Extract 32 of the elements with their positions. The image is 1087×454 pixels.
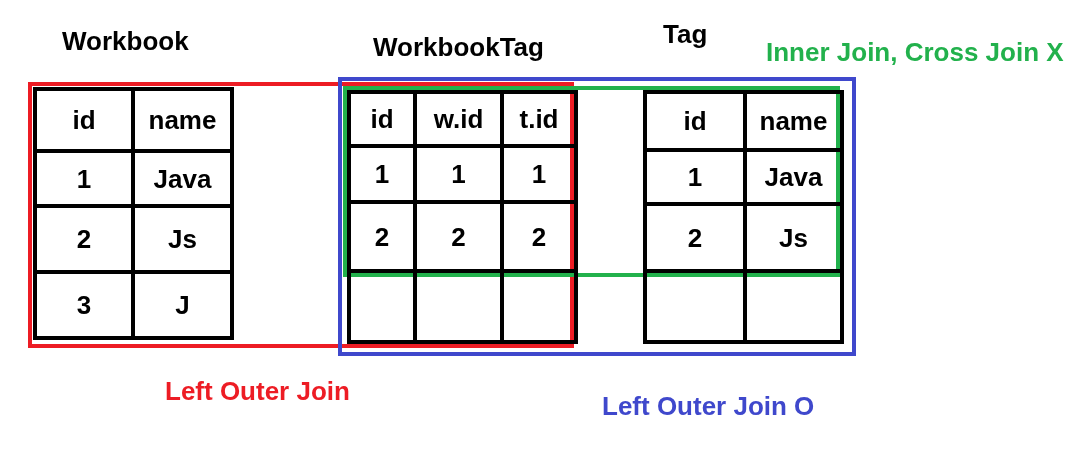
cell-value: J	[175, 290, 190, 320]
join-label: Inner Join, Cross Join X	[766, 37, 1064, 67]
column-header: id	[683, 106, 707, 136]
cell-value: 1	[531, 159, 547, 189]
column-header: id	[370, 104, 394, 134]
cell-value: 2	[531, 221, 547, 252]
cell-value: Java	[764, 162, 823, 192]
column-header: id	[72, 105, 96, 135]
table-title: Tag	[663, 19, 708, 49]
cell-value: 1	[76, 163, 92, 194]
cell-value: Js	[779, 222, 808, 253]
join-region	[338, 77, 856, 356]
cell-value: 2	[451, 221, 466, 252]
column-header: name	[759, 106, 828, 136]
cell-value: 2	[374, 221, 390, 252]
join-label: Left Outer Join O	[602, 391, 815, 421]
cell-value: 2	[687, 222, 703, 253]
column-header: name	[148, 105, 217, 135]
column-header: w.id	[433, 104, 484, 134]
cell-value: 2	[76, 224, 92, 254]
column-header: t.id	[519, 104, 559, 134]
cell-value: Js	[168, 224, 197, 254]
join-region	[343, 86, 840, 277]
join-label: Left Outer Join	[165, 376, 350, 406]
table-title: Workbook	[62, 26, 189, 56]
cell-value: 1	[374, 159, 390, 189]
cell-value: 3	[76, 290, 92, 320]
join-region	[28, 82, 574, 348]
cell-value: Java	[153, 163, 212, 194]
cell-value: 1	[451, 159, 466, 189]
table-title: WorkbookTag	[373, 32, 544, 62]
cell-value: 1	[687, 162, 703, 192]
